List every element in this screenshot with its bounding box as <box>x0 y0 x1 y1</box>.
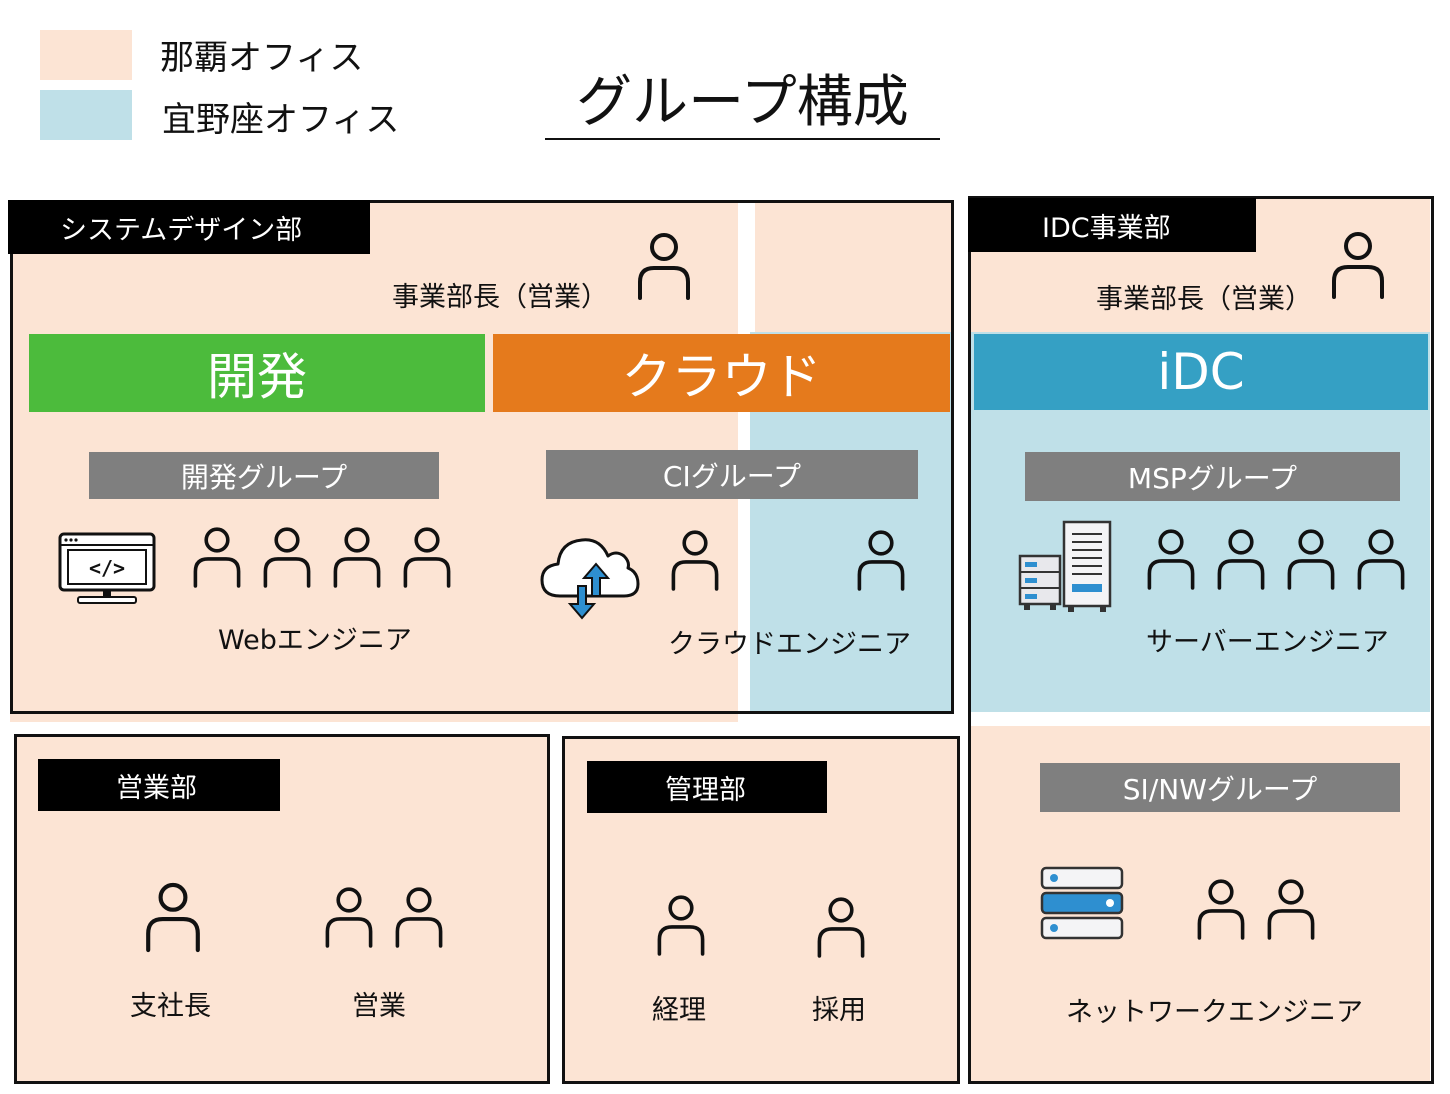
cloud-sync-icon <box>538 526 642 628</box>
server-icon <box>1018 520 1114 616</box>
person-icon <box>1214 527 1268 593</box>
sales-frame <box>14 734 550 1084</box>
admin-frame <box>562 736 960 1084</box>
idc-bar: iDC <box>974 334 1428 410</box>
server-rack-icon <box>1040 866 1126 946</box>
legend-label-ginoza: 宜野座オフィス <box>162 100 400 140</box>
msp-group-label: MSPグループ <box>1025 452 1400 501</box>
dev-bar: 開発 <box>29 334 485 412</box>
svg-text:</>: </> <box>89 556 125 580</box>
legend-swatch-naha <box>40 30 132 80</box>
server-engineer-label: サーバーエンジニア <box>1146 627 1389 658</box>
idc-manager-label: 事業部長（営業） <box>1096 284 1312 315</box>
web-engineer-label: Webエンジニア <box>218 625 412 656</box>
code-monitor-icon: </> <box>58 532 158 610</box>
idc-dept-label: IDC事業部 <box>968 198 1256 252</box>
admin-dept-label: 管理部 <box>587 761 827 813</box>
person-icon <box>668 528 722 594</box>
legend-swatch-ginoza <box>40 90 132 140</box>
system-design-manager-label: 事業部長（営業） <box>392 282 608 313</box>
dev-group-label: 開発グループ <box>89 452 439 499</box>
recruiting-label: 採用 <box>812 995 866 1026</box>
person-icon <box>1328 228 1388 304</box>
person-icon <box>654 892 708 960</box>
page-title: グループ構成 <box>545 56 940 140</box>
network-engineer-label: ネットワークエンジニア <box>1066 997 1363 1028</box>
system-design-frame <box>10 200 954 714</box>
sales-role-label: 営業 <box>352 991 406 1022</box>
person-icon <box>142 878 204 958</box>
person-icon <box>392 884 446 952</box>
accounting-label: 経理 <box>652 995 706 1026</box>
system-design-dept-label: システムデザイン部 <box>8 200 370 254</box>
person-icon <box>1194 877 1248 943</box>
person-icon <box>1264 877 1318 943</box>
sales-dept-label: 営業部 <box>38 759 280 811</box>
person-icon <box>322 884 376 952</box>
person-icon <box>330 525 384 591</box>
ci-group-label: CIグループ <box>546 450 918 499</box>
person-icon <box>190 525 244 591</box>
cloud-engineer-label: クラウドエンジニア <box>668 629 911 660</box>
sinw-group-label: SI/NWグループ <box>1040 763 1400 812</box>
branch-manager-label: 支社長 <box>130 991 211 1022</box>
person-icon <box>1354 527 1408 593</box>
cloud-bar: クラウド <box>493 334 950 412</box>
person-icon <box>814 894 868 962</box>
naha-zone-system-design-right <box>755 200 953 332</box>
person-icon <box>400 525 454 591</box>
person-icon <box>1284 527 1338 593</box>
person-icon <box>634 230 694 304</box>
person-icon <box>854 528 908 594</box>
legend-label-naha: 那覇オフィス <box>160 38 364 78</box>
person-icon <box>260 525 314 591</box>
person-icon <box>1144 527 1198 593</box>
idc-frame <box>968 196 1434 1084</box>
